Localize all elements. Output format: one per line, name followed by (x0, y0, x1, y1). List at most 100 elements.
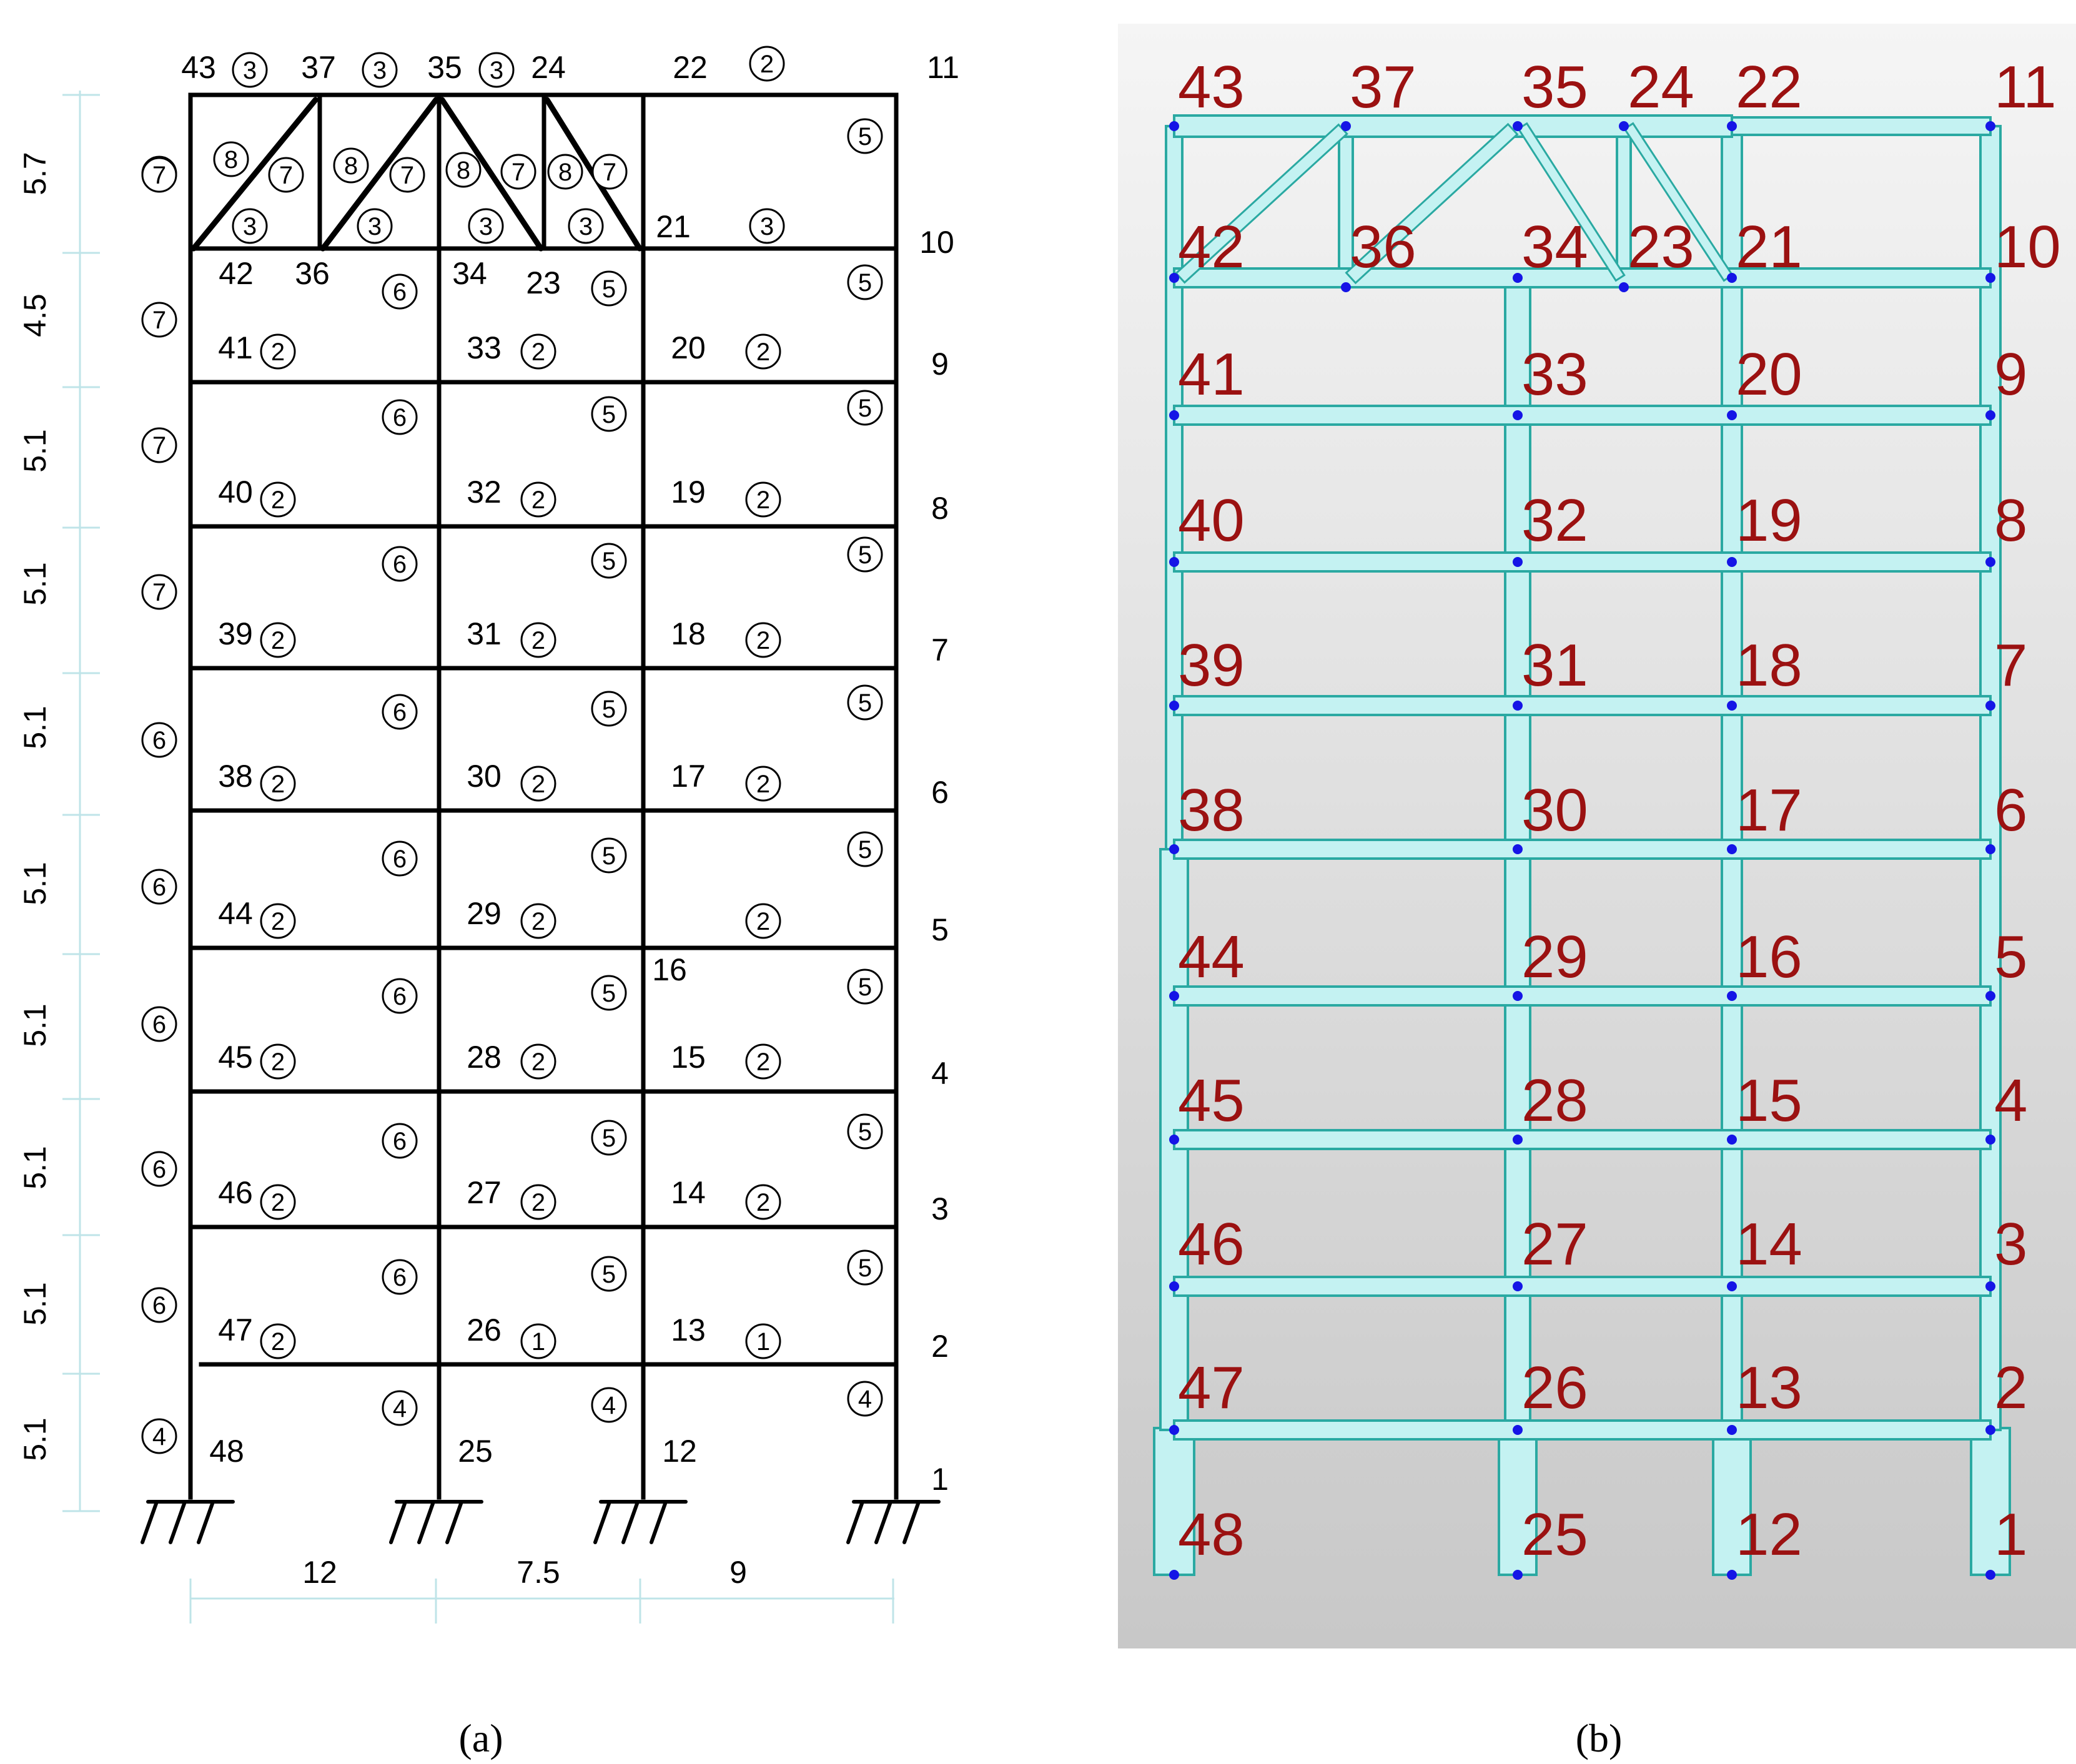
support-hatch (197, 1502, 214, 1544)
model-node (1985, 701, 1995, 711)
section-tag: 2 (745, 1184, 781, 1220)
node-label-25: 25 (458, 1434, 493, 1469)
svg-text:2: 2 (271, 771, 285, 798)
model-node-label-11: 11 (1994, 54, 2057, 121)
section-tag: 2 (260, 1323, 296, 1359)
panel-b-background (1118, 24, 2076, 1648)
section-tag: 2 (520, 622, 556, 658)
model-column (1970, 1427, 2011, 1576)
svg-text:4: 4 (602, 1392, 616, 1419)
svg-text:5: 5 (602, 696, 616, 723)
svg-text:4: 4 (152, 1423, 166, 1451)
svg-text:5: 5 (858, 1254, 872, 1282)
model-node (1513, 991, 1523, 1001)
model-node-label-3: 3 (1994, 1211, 2027, 1278)
storey-height-label: 5.1 (17, 429, 52, 473)
svg-text:2: 2 (271, 338, 285, 366)
section-tag: 5 (591, 270, 627, 307)
dimension-ticks (62, 94, 100, 1512)
model-node-label-7: 7 (1994, 632, 2027, 699)
model-node (1513, 701, 1523, 711)
model-node (1727, 557, 1737, 567)
model-node-label-48: 48 (1178, 1501, 1245, 1568)
storey-height-label: 5.1 (17, 1146, 52, 1190)
section-tag: 2 (260, 1043, 296, 1080)
model-node (1985, 1570, 1995, 1580)
section-tag: 6 (382, 399, 418, 435)
svg-text:5: 5 (602, 842, 616, 870)
model-beam (1173, 1419, 1992, 1441)
node-label-15: 15 (671, 1040, 706, 1075)
section-tag: 2 (745, 903, 781, 939)
support-hatch (650, 1502, 667, 1544)
model-node-label-44: 44 (1178, 924, 1245, 990)
section-tag: 2 (260, 766, 296, 802)
node-label-33: 33 (467, 330, 502, 365)
section-tag: 5 (847, 390, 883, 426)
section-tag: 6 (141, 869, 177, 905)
svg-text:6: 6 (152, 1011, 166, 1038)
node-label-28: 28 (467, 1040, 502, 1075)
section-tag: 3 (749, 208, 785, 244)
section-tag: 2 (745, 766, 781, 802)
svg-text:6: 6 (152, 1156, 166, 1183)
model-node-label-1: 1 (1994, 1501, 2027, 1568)
node-label-38: 38 (218, 759, 253, 794)
bay-width-label: 12 (302, 1555, 337, 1590)
node-label-8: 8 (931, 491, 949, 526)
svg-text:6: 6 (393, 699, 407, 726)
diagonal-3 (439, 97, 544, 252)
svg-text:7: 7 (152, 432, 166, 460)
svg-text:4: 4 (393, 1395, 407, 1422)
model-node (1727, 1570, 1737, 1580)
svg-text:5: 5 (858, 269, 872, 297)
model-node (1727, 844, 1737, 854)
node-label-12: 12 (662, 1434, 697, 1469)
node-label-41: 41 (218, 330, 253, 365)
section-tag: 2 (520, 333, 556, 370)
model-node (1727, 1425, 1737, 1435)
svg-text:5: 5 (602, 548, 616, 575)
support-hatch (846, 1502, 864, 1544)
section-tag: 6 (382, 546, 418, 582)
section-tag: 7 (591, 154, 628, 190)
svg-text:8: 8 (224, 146, 238, 174)
node-label-45: 45 (218, 1040, 253, 1075)
node-label-46: 46 (218, 1175, 253, 1210)
support-hatch (389, 1502, 407, 1544)
model-node (1727, 1135, 1737, 1145)
node-label-3: 3 (931, 1191, 949, 1226)
diagonal-2 (320, 97, 439, 252)
model-node (1513, 1570, 1523, 1580)
section-tag: 6 (141, 1006, 177, 1042)
model-node-label-30: 30 (1521, 777, 1588, 844)
node-label-19: 19 (671, 475, 706, 510)
svg-text:3: 3 (373, 57, 387, 84)
section-tag: 2 (520, 481, 556, 518)
model-node-label-38: 38 (1178, 777, 1245, 844)
section-tag: 3 (478, 52, 515, 88)
model-node-label-8: 8 (1994, 487, 2027, 554)
storey-height-label: 5.1 (17, 1003, 52, 1047)
node-label-17: 17 (671, 759, 706, 794)
node-label-37: 37 (301, 50, 336, 85)
model-beam (1173, 985, 1992, 1007)
node-label-13: 13 (671, 1313, 706, 1348)
section-tag: 6 (382, 978, 418, 1014)
model-node-label-22: 22 (1736, 54, 1802, 121)
model-beam (1173, 405, 1992, 426)
node-label-31: 31 (467, 616, 502, 651)
svg-text:1: 1 (531, 1328, 545, 1356)
svg-text:6: 6 (393, 983, 407, 1010)
model-node (1169, 991, 1179, 1001)
node-label-22: 22 (673, 50, 708, 85)
section-tag: 2 (260, 1184, 296, 1220)
svg-text:2: 2 (531, 1048, 545, 1076)
model-node-label-14: 14 (1736, 1211, 1802, 1278)
node-label-32: 32 (467, 475, 502, 510)
model-node-label-4: 4 (1994, 1067, 2027, 1134)
svg-text:3: 3 (243, 57, 257, 84)
model-node (1341, 282, 1351, 292)
node-label-35: 35 (427, 50, 462, 85)
section-tag: 2 (260, 622, 296, 658)
